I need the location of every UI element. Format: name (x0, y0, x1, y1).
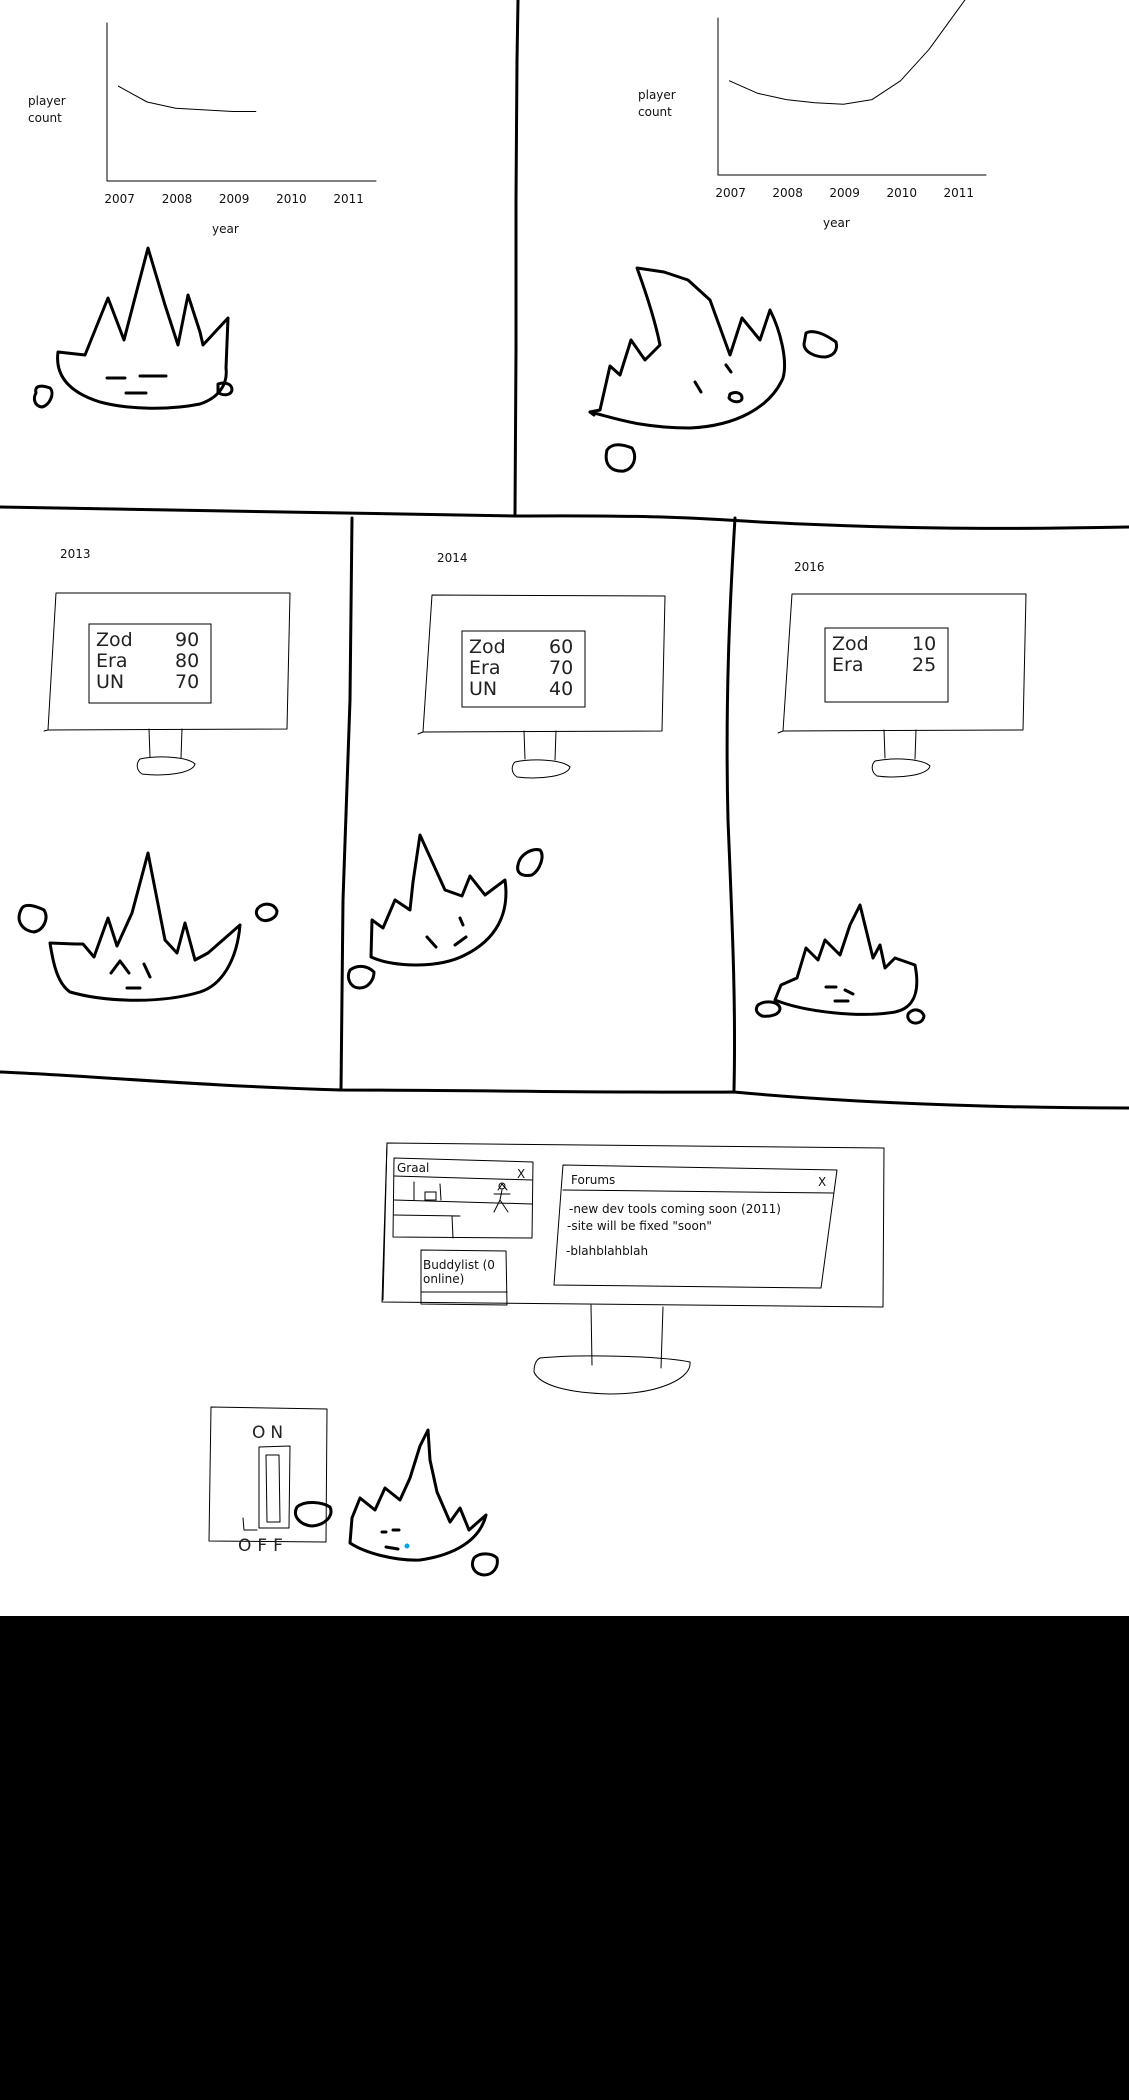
score-2013-name: UN (96, 671, 124, 693)
panel-borders (0, 0, 1129, 1110)
forum-post-1[interactable]: -new dev tools coming soon (2011) (569, 1202, 781, 1216)
chart-1-tick-labels: 2007 2008 2009 2010 2011 (104, 192, 364, 206)
scoreboard-2013 (88, 623, 212, 704)
chart-2-xlabel: year (823, 216, 850, 230)
score-2013-value: 90 (175, 629, 199, 651)
forums-window-title: Forums (571, 1173, 615, 1187)
forum-post-3[interactable]: -blahblahblah (566, 1244, 648, 1258)
forums-window[interactable]: Forums X -new dev tools coming soon (201… (553, 1164, 838, 1289)
chart-2-tick-labels: 2007 2008 2009 2010 2011 (715, 186, 974, 200)
graal-window-close-button[interactable]: X (517, 1167, 525, 1181)
monitor-2013 (43, 592, 291, 776)
black-bottom-area (0, 1616, 1129, 2100)
switch-on-label: ON (252, 1423, 288, 1443)
forum-post-2[interactable]: -site will be fixed "soon" (567, 1219, 712, 1233)
flame-character-4 (346, 833, 544, 990)
panel-4-year: 2014 (437, 551, 468, 565)
score-2013-value: 80 (175, 650, 199, 672)
graal-window[interactable]: Graal X (392, 1157, 534, 1239)
chart-1-tick-label: 2011 (333, 192, 364, 206)
switch-off-label: OFF (238, 1536, 289, 1556)
score-2014-value: 40 (549, 678, 573, 700)
flame-character-2 (588, 266, 838, 473)
score-2014-value: 60 (549, 636, 573, 658)
graal-player-sprite (493, 1182, 511, 1213)
score-2014-name: UN (469, 678, 497, 700)
flame-character-6 (294, 1428, 499, 1577)
graal-game-scene (393, 1181, 533, 1239)
chart-1-tick-label: 2008 (162, 192, 193, 206)
score-2013-value: 70 (175, 671, 199, 693)
chart-2-tick-label: 2011 (944, 186, 975, 200)
score-2014-value: 70 (549, 657, 573, 679)
score-2014-name: Zod (469, 636, 506, 658)
monitor-2016 (777, 593, 1027, 778)
panel-5-year: 2016 (794, 560, 825, 574)
panel-3-year: 2013 (60, 547, 91, 561)
score-2016-name: Zod (832, 633, 869, 655)
score-2016-value: 10 (912, 633, 936, 655)
chart-2-tick-label: 2007 (715, 186, 746, 200)
score-2014-name: Era (469, 657, 500, 679)
chart-2-series-line (728, 0, 966, 105)
score-2016-name: Era (832, 654, 863, 676)
score-2013-name: Era (96, 650, 127, 672)
chart-2-tick-label: 2008 (772, 186, 803, 200)
desktop-monitor (381, 1142, 885, 1395)
chart-2-tick-label: 2009 (829, 186, 860, 200)
chart-1-series-line (117, 85, 257, 112)
chart-1-tick-label: 2010 (276, 192, 307, 206)
chart-1-tick-label: 2007 (104, 192, 135, 206)
flame-character-1 (32, 246, 234, 410)
switch-lever[interactable] (258, 1445, 291, 1529)
scoreboard-2014 (461, 630, 586, 708)
panel-6: Graal X Buddylist (0 online) Forums X (208, 1142, 885, 1577)
score-2013-name: Zod (96, 629, 133, 651)
power-switch[interactable]: ON OFF (208, 1406, 328, 1556)
tear (404, 1543, 410, 1549)
chart-2-tick-label: 2010 (887, 186, 918, 200)
scoreboard-2016 (824, 627, 949, 703)
forums-window-close-button[interactable]: X (818, 1175, 826, 1189)
flame-character-5 (754, 903, 926, 1025)
monitor-2014 (417, 594, 666, 779)
graal-window-title: Graal (397, 1161, 429, 1175)
chart-1-tick-label: 2009 (219, 192, 250, 206)
flame-character-3 (17, 851, 279, 1002)
score-2016-value: 25 (912, 654, 936, 676)
buddylist-window-title-2: online) (423, 1272, 464, 1286)
chart-1-xlabel: year (212, 222, 239, 236)
buddylist-window[interactable]: Buddylist (0 online) (420, 1249, 508, 1306)
buddylist-window-title: Buddylist (0 (423, 1258, 495, 1272)
